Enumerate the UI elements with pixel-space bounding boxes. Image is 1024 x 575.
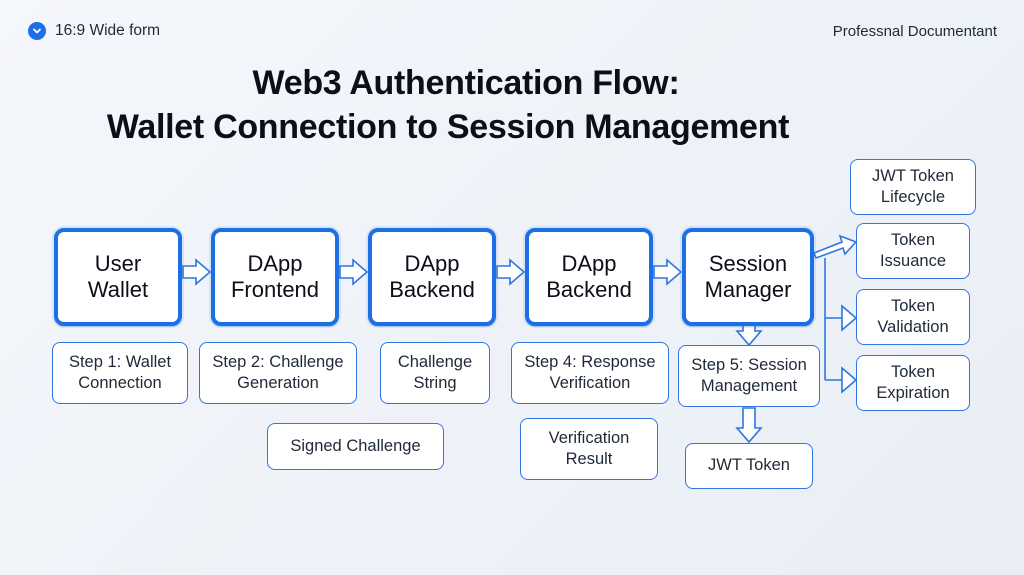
arrow-right-icon	[812, 234, 858, 260]
format-label: 16:9 Wide form	[55, 22, 161, 39]
jwt-token-text: JWT Token	[708, 456, 790, 475]
node-label: DApp	[561, 251, 617, 277]
chevron-down-icon	[28, 22, 46, 40]
arrow-right-icon	[182, 258, 212, 286]
step-text: Management	[700, 377, 798, 395]
verification-text: Verification	[548, 428, 630, 447]
step-text: Challenge	[397, 352, 473, 371]
signed-challenge-label: Signed Challenge	[267, 423, 444, 470]
lifecycle-item-text: Expiration	[876, 384, 950, 402]
node-label: Backend	[389, 277, 475, 302]
signed-challenge-text: Signed Challenge	[290, 436, 421, 455]
step-text: Step 1: Wallet	[68, 352, 172, 371]
node-label: Backend	[546, 277, 632, 302]
step-text: Step 2: Challenge	[212, 352, 344, 371]
arrow-right-icon	[841, 304, 858, 332]
arrow-right-icon	[496, 258, 526, 286]
arrow-right-icon	[653, 258, 683, 286]
document-label: Professnal Documentant	[832, 23, 997, 40]
step-text: Step 4: Response	[524, 352, 656, 371]
node-label: Session	[708, 251, 788, 277]
step-text: Step 5: Session	[691, 355, 807, 374]
node-label: DApp	[247, 251, 303, 277]
lifecycle-item-text: Token	[890, 230, 935, 249]
arrow-right-icon	[841, 366, 858, 394]
lifecycle-header-text: Lifecycle	[880, 188, 946, 206]
step-text: Connection	[78, 374, 162, 392]
arrow-down-icon	[735, 407, 763, 444]
lifecycle-item-text: Token	[890, 296, 936, 315]
node-label: DApp	[404, 251, 460, 277]
arrow-right-icon	[339, 258, 369, 286]
page-subtitle: Wallet Connection to Session Management	[106, 108, 790, 146]
lifecycle-item-text: Validation	[877, 318, 949, 336]
node-label: Frontend	[230, 277, 320, 302]
step-text: Generation	[237, 374, 319, 392]
node-label: Wallet	[87, 277, 149, 302]
format-tag: 16:9 Wide form	[28, 22, 160, 40]
jwt-token-label: JWT Token	[685, 443, 813, 489]
arrow-down-icon	[735, 323, 763, 347]
verification-text: Result	[565, 450, 613, 468]
page-title: Web3 Authentication Flow:	[252, 64, 680, 102]
node-label: User	[94, 251, 142, 277]
lifecycle-item-text: Issuance	[879, 252, 947, 270]
step-text: String	[413, 374, 457, 392]
step-text: Verification	[549, 374, 631, 392]
lifecycle-header-text: JWT Token	[872, 166, 954, 185]
node-label: Manager	[704, 277, 792, 302]
lifecycle-item-text: Token	[890, 362, 936, 381]
